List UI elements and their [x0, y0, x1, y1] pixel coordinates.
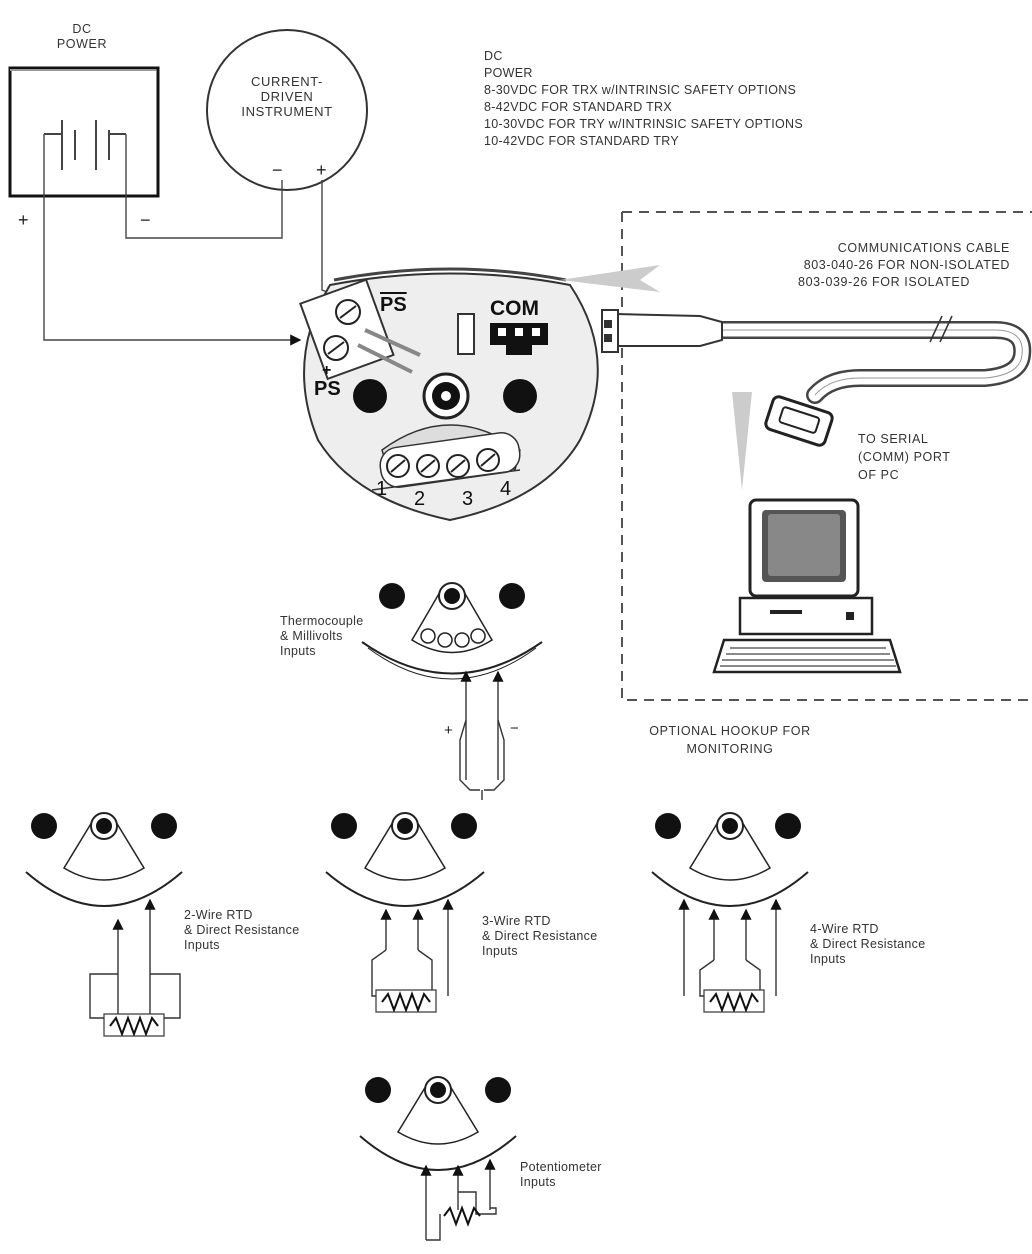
- com-label: COM: [490, 297, 539, 320]
- mini-face-rtd3: [325, 812, 485, 907]
- terminal-4-label: 4: [500, 478, 512, 500]
- power-plus-sign: +: [18, 210, 29, 230]
- dc-power-label: DC POWER: [56, 22, 108, 51]
- mini-face-potentiometer: [359, 1076, 517, 1171]
- rtd4-wiring: [678, 898, 782, 1013]
- terminal-2-label: 2: [414, 488, 426, 510]
- cable-title: COMMUNICATIONS CABLE: [837, 241, 1010, 255]
- thermocouple-wiring: [459, 670, 505, 800]
- terminal-1-label: 1: [376, 478, 388, 500]
- mini-face-thermocouple: [361, 582, 543, 680]
- mini-face-rtd4: [651, 812, 809, 907]
- cable-part-non-isolated: 803-040-26 FOR NON-ISOLATED: [803, 258, 1010, 272]
- tc-minus-sign: −: [510, 720, 519, 737]
- power-spec-line: 10-42VDC FOR STANDARD TRY: [484, 134, 680, 148]
- rtd4-label: 4-Wire RTD & Direct Resistance Inputs: [810, 922, 926, 966]
- pc-icon: [712, 498, 902, 674]
- instrument-minus-sign: −: [272, 160, 283, 180]
- ps-plus-mark: +: [322, 362, 332, 379]
- battery-icon: [44, 120, 126, 170]
- power-spec-subtitle: POWER: [484, 66, 533, 80]
- serial-port-label: TO SERIAL (COMM) PORT OF PC: [858, 432, 951, 482]
- rtd3-wiring: [371, 898, 454, 1013]
- power-minus-sign: −: [140, 210, 151, 230]
- terminal-3-label: 3: [462, 488, 474, 510]
- cable-plug-icon: [601, 309, 723, 353]
- power-spec-line: 8-30VDC FOR TRX w/INTRINSIC SAFETY OPTIO…: [484, 83, 797, 97]
- rtd2-wiring: [89, 898, 181, 1037]
- instrument-circle: [206, 29, 368, 191]
- instrument-label: CURRENT- DRIVEN INSTRUMENT: [241, 74, 333, 119]
- power-spec-line: 10-30VDC FOR TRY w/INTRINSIC SAFETY OPTI…: [484, 117, 803, 131]
- power-spec-title: DC: [484, 49, 503, 63]
- power-spec-block: DC POWER 8-30VDC FOR TRX w/INTRINSIC SAF…: [484, 48, 964, 150]
- serial-connector-icon: [764, 395, 834, 447]
- cable-label-block: COMMUNICATIONS CABLE 803-040-26 FOR NON-…: [720, 240, 1010, 291]
- communications-cable: [711, 315, 1032, 404]
- ps-minus-label: PS: [380, 294, 407, 316]
- mini-face-rtd2: [25, 812, 183, 907]
- instrument-plus-sign: +: [316, 160, 327, 180]
- ps-plus-label: PS: [314, 378, 341, 400]
- dc-power-supply: [8, 66, 160, 198]
- down-arrow-icon: [732, 392, 752, 490]
- tc-plus-sign: +: [444, 722, 453, 739]
- potentiometer-label: Potentiometer Inputs: [520, 1160, 602, 1189]
- thermocouple-label: Thermocouple & Millivolts Inputs: [280, 614, 364, 658]
- optional-box: [621, 211, 1032, 701]
- rtd2-label: 2-Wire RTD & Direct Resistance Inputs: [184, 908, 300, 952]
- rtd3-label: 3-Wire RTD & Direct Resistance Inputs: [482, 914, 598, 958]
- transmitter-body: [299, 267, 599, 522]
- cable-part-isolated: 803-039-26 FOR ISOLATED: [798, 275, 970, 289]
- cable-arrow-icon: [560, 265, 660, 292]
- potentiometer-wiring: [420, 1158, 497, 1241]
- power-spec-line: 8-42VDC FOR STANDARD TRX: [484, 100, 673, 114]
- optional-hookup-label: OPTIONAL HOOKUP FOR MONITORING: [649, 724, 811, 756]
